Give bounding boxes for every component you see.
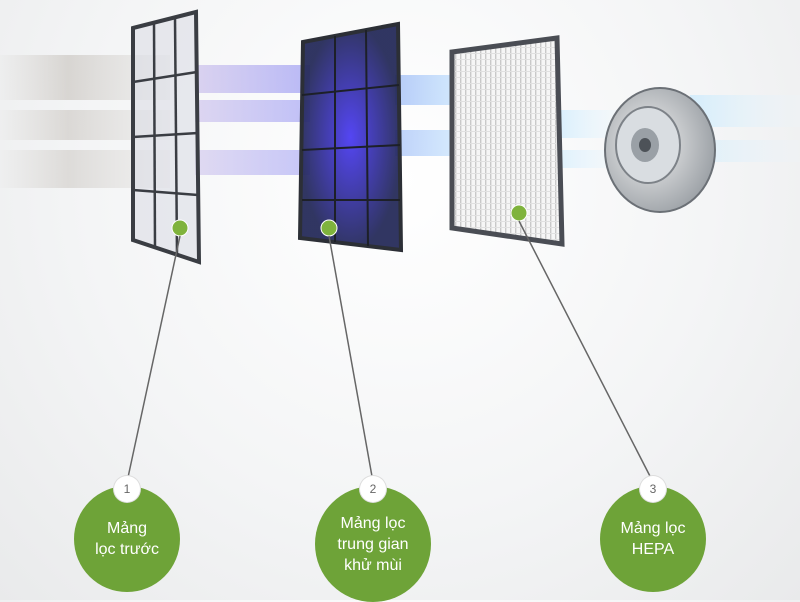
pre-filter-icon xyxy=(131,9,202,265)
activated-carbon-filter-icon xyxy=(297,21,404,253)
connector-2 xyxy=(328,235,374,483)
callout-label: Mảng lọc trước xyxy=(95,520,159,558)
connector-1 xyxy=(126,235,181,483)
fan-icon xyxy=(604,87,716,213)
number-badge: 1 xyxy=(114,476,140,502)
callout-label: Mảng lọc trung gian khử mùi xyxy=(337,514,409,574)
callout-pre-filter: Mảng lọc trước xyxy=(74,486,180,592)
callout-hepa-filter: Mảng lọc HEPA xyxy=(600,486,706,592)
air-flow xyxy=(195,65,800,175)
callout-carbon-filter: Mảng lọc trung gian khử mùi xyxy=(315,486,431,602)
callout-label: Mảng lọc HEPA xyxy=(620,520,686,558)
connector-lines xyxy=(126,220,654,483)
hepa-filter-icon xyxy=(449,35,565,247)
connector-3 xyxy=(518,220,654,483)
number-badge: 3 xyxy=(640,476,666,502)
number-badge: 2 xyxy=(360,476,386,502)
